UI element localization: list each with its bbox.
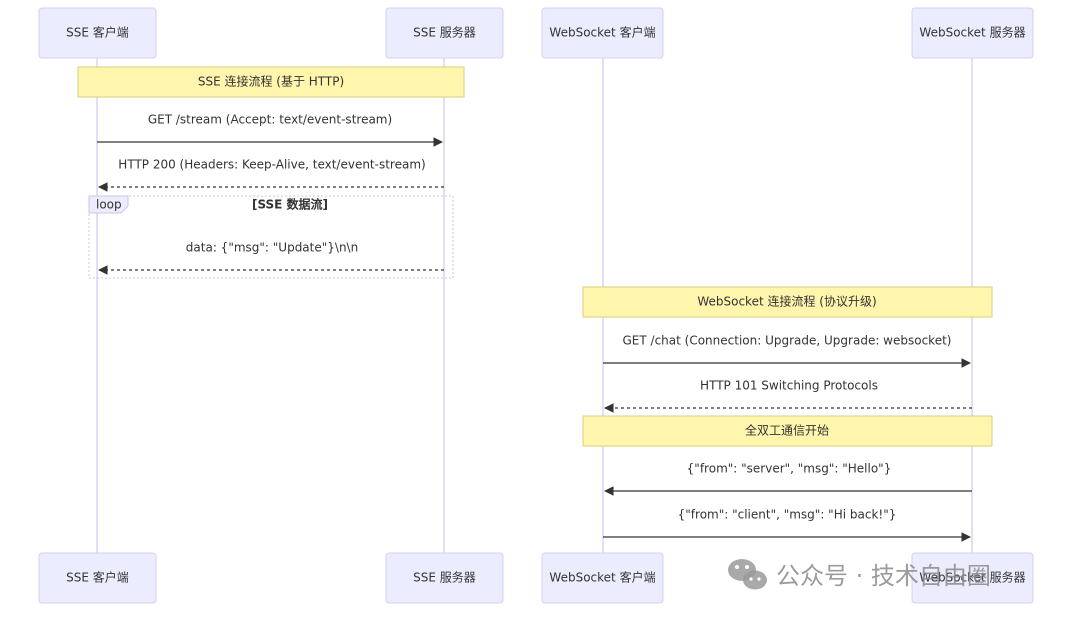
- note-label: 全双工通信开始: [745, 423, 829, 438]
- watermark: 公众号 · 技术自由圈: [728, 559, 991, 590]
- actor-ws-server-top: WebSocket 服务器: [911, 7, 1034, 59]
- message-label: {"from": "server", "msg": "Hello"}: [687, 462, 892, 476]
- actor-label: SSE 服务器: [413, 25, 476, 40]
- message-ws-101: HTTP 101 Switching Protocols: [604, 379, 972, 413]
- loop-tab: [88, 195, 129, 214]
- wechat-icon: [728, 559, 767, 590]
- actor-label: WebSocket 客户端: [549, 570, 655, 585]
- message-ws-get: GET /chat (Connection: Upgrade, Upgrade:…: [603, 334, 971, 368]
- note-sse-flow: SSE 连接流程 (基于 HTTP): [77, 66, 465, 98]
- note-label: SSE 连接流程 (基于 HTTP): [198, 74, 344, 89]
- message-label: GET /stream (Accept: text/event-stream): [148, 113, 392, 127]
- note-full-duplex: 全双工通信开始: [582, 415, 993, 447]
- actor-sse-client-bottom: SSE 客户端: [38, 552, 157, 604]
- message-ws-server: {"from": "server", "msg": "Hello"}: [604, 462, 972, 496]
- watermark-text: 公众号 · 技术自由圈: [776, 562, 991, 590]
- loop-label: loop: [96, 198, 122, 212]
- actor-label: WebSocket 服务器: [919, 570, 1025, 585]
- actor-ws-client-bottom: WebSocket 客户端: [541, 552, 664, 604]
- message-sse-200: HTTP 200 (Headers: Keep-Alive, text/even…: [98, 158, 444, 192]
- message-label: HTTP 101 Switching Protocols: [700, 379, 878, 393]
- loop-condition: [SSE 数据流]: [252, 197, 328, 212]
- actor-label: SSE 服务器: [413, 570, 476, 585]
- loop-frame: loop [SSE 数据流]: [88, 195, 454, 279]
- actor-sse-server-top: SSE 服务器: [385, 7, 504, 59]
- message-sse-data: data: {"msg": "Update"}\n\n: [98, 241, 444, 275]
- note-ws-flow: WebSocket 连接流程 (协议升级): [582, 286, 993, 318]
- message-label: {"from": "client", "msg": "Hi back!"}: [678, 508, 897, 522]
- message-label: HTTP 200 (Headers: Keep-Alive, text/even…: [118, 158, 425, 172]
- message-ws-client: {"from": "client", "msg": "Hi back!"}: [603, 508, 971, 542]
- actor-label: SSE 客户端: [66, 570, 129, 585]
- message-label: GET /chat (Connection: Upgrade, Upgrade:…: [623, 334, 952, 348]
- message-label: data: {"msg": "Update"}\n\n: [186, 241, 358, 255]
- actor-label: WebSocket 客户端: [549, 25, 655, 40]
- actor-sse-server-bottom: SSE 服务器: [385, 552, 504, 604]
- note-label: WebSocket 连接流程 (协议升级): [697, 294, 876, 309]
- message-sse-get: GET /stream (Accept: text/event-stream): [97, 113, 443, 147]
- actor-sse-client-top: SSE 客户端: [38, 7, 157, 59]
- actor-label: SSE 客户端: [66, 25, 129, 40]
- actor-ws-client-top: WebSocket 客户端: [541, 7, 664, 59]
- actor-label: WebSocket 服务器: [919, 25, 1025, 40]
- actor-ws-server-bottom: WebSocket 服务器: [911, 552, 1034, 604]
